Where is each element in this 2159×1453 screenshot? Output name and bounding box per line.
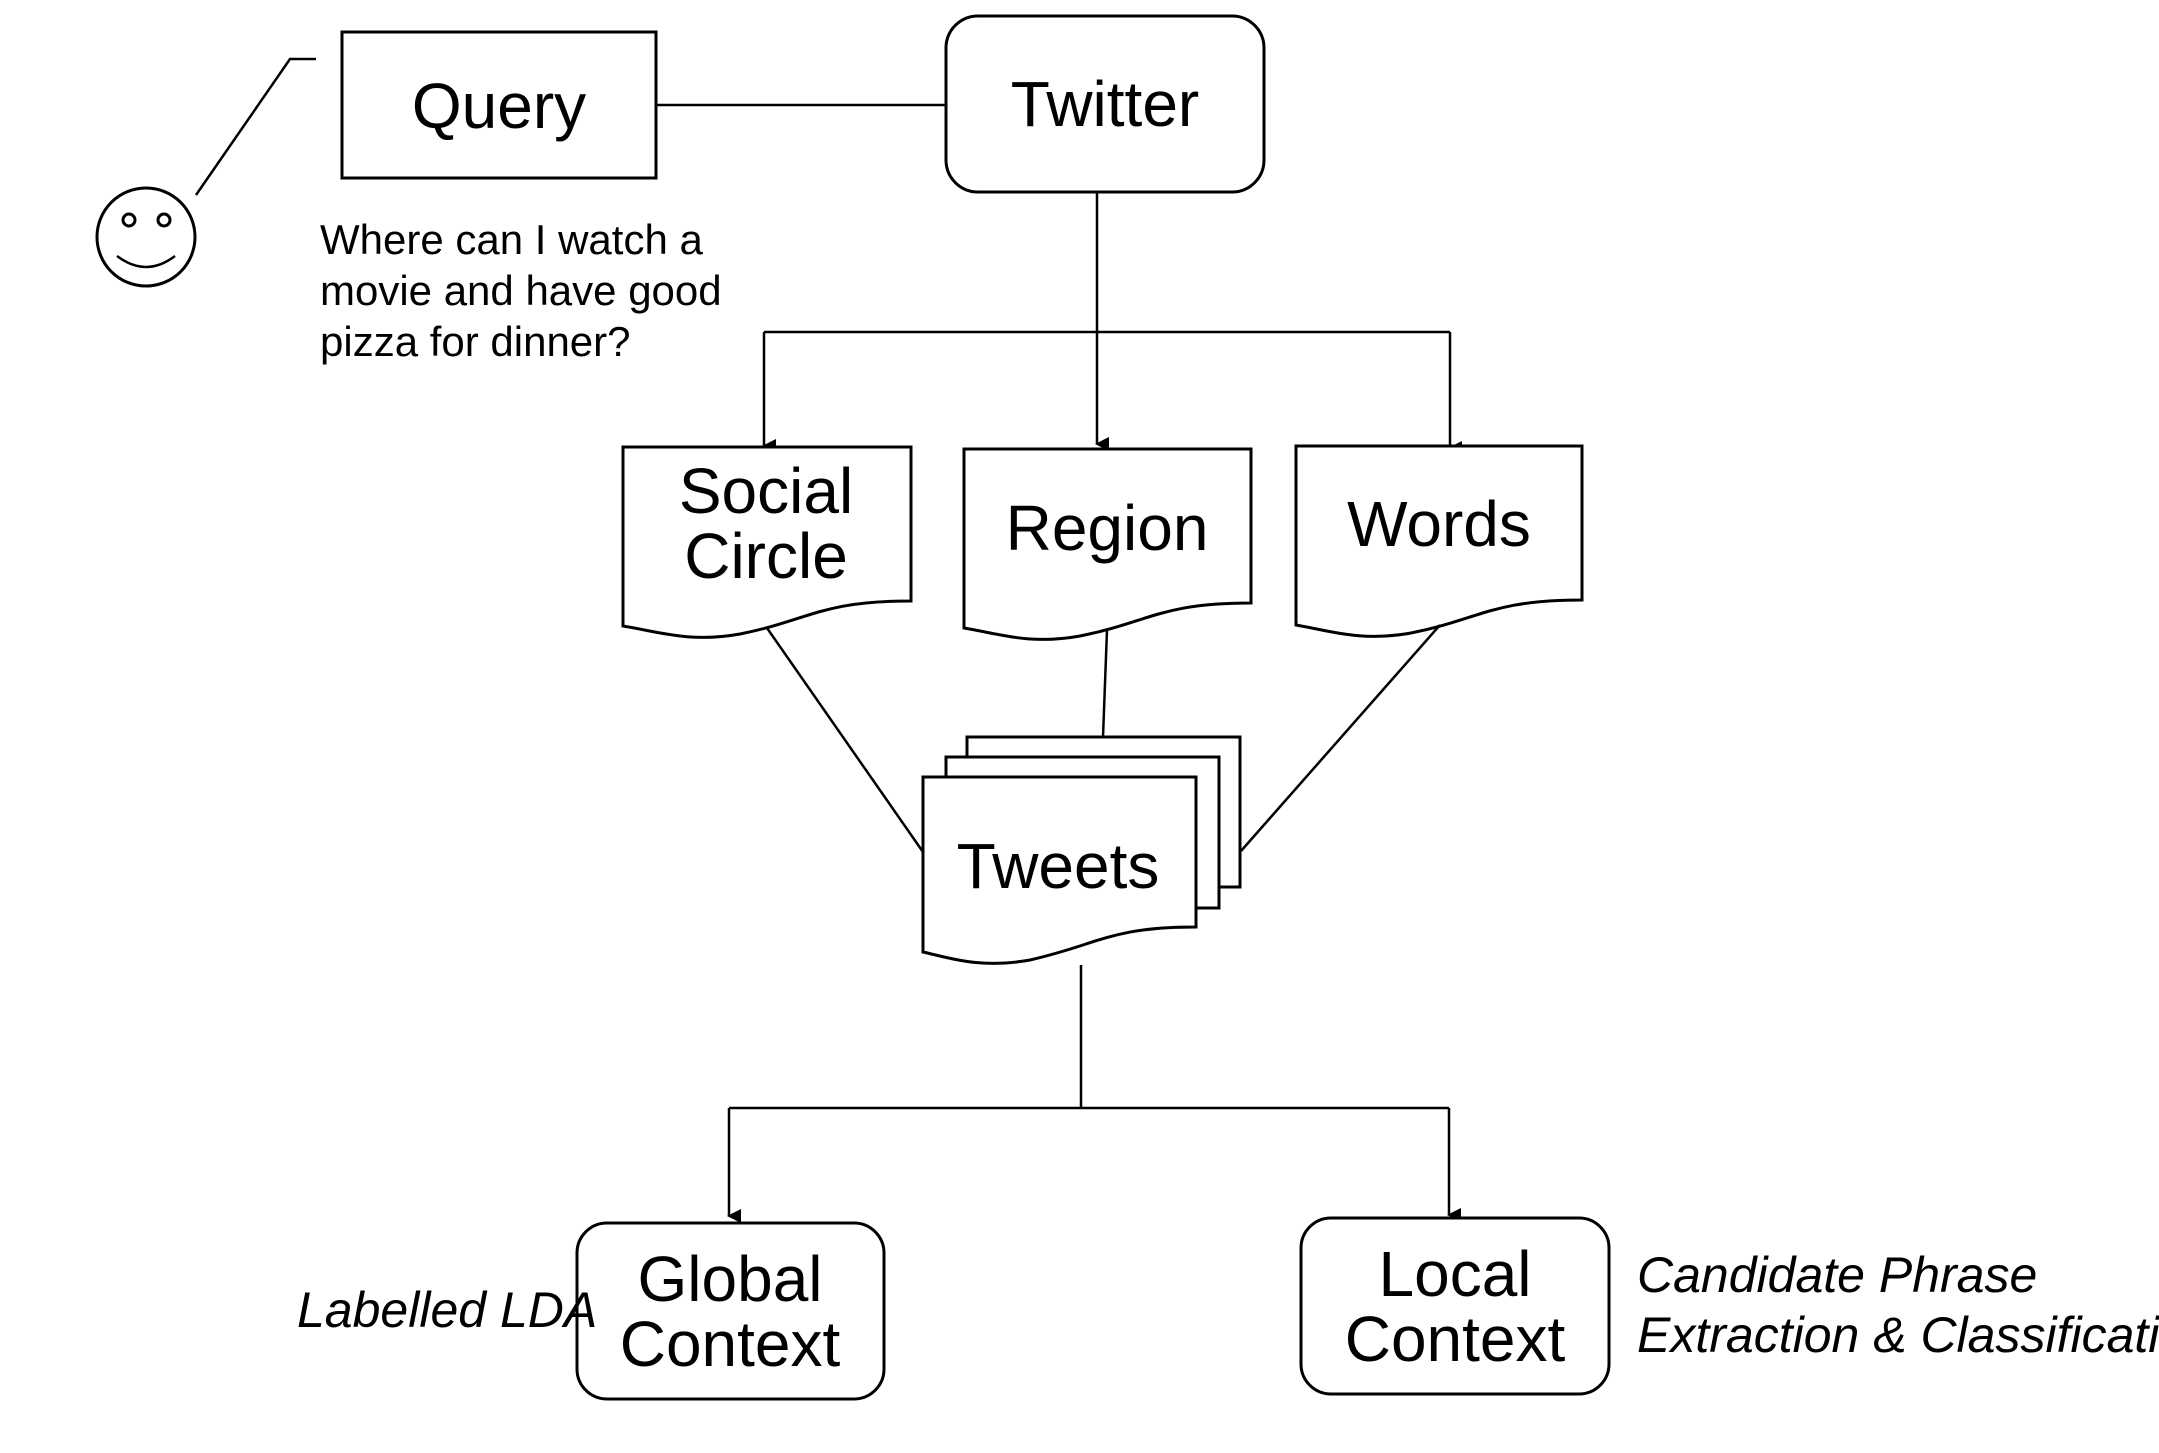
user-query-line-1: Where can I watch a (320, 216, 703, 263)
source-tweets-connectors (765, 624, 1441, 853)
local-method-label-line-1: Candidate Phrase (1637, 1247, 2037, 1303)
global-context-node: Global Context (575, 1221, 886, 1401)
global-context-label-line-2: Context (620, 1308, 841, 1380)
smiley-face-icon (95, 186, 197, 288)
tweets-node: Tweets (921, 735, 1242, 965)
user-query-text: Where can I watch a movie and have good … (320, 216, 722, 365)
query-node: Query (340, 30, 658, 180)
twitter-label: Twitter (1011, 68, 1199, 140)
local-context-label-line-1: Local (1379, 1238, 1532, 1310)
global-context-label-line-1: Global (638, 1243, 823, 1315)
tweets-context-connectors (727, 965, 1461, 1223)
social-circle-label-line-2: Circle (684, 520, 848, 592)
user-query-line-2: movie and have good (320, 267, 722, 314)
query-label: Query (412, 70, 586, 142)
local-context-node: Local Context (1299, 1216, 1611, 1396)
global-method-label: Labelled LDA (297, 1282, 597, 1338)
social-circle-label-line-1: Social (679, 455, 853, 527)
local-context-label-line-2: Context (1345, 1303, 1566, 1375)
words-node: Words (1294, 444, 1584, 638)
region-label: Region (1006, 492, 1209, 564)
user-query-line-3: pizza for dinner? (320, 318, 631, 365)
region-node: Region (962, 447, 1253, 641)
social-circle-node: Social Circle (621, 445, 913, 639)
speech-connector (194, 57, 316, 196)
local-method-label-line-2: Extraction & Classification (1637, 1307, 2159, 1363)
tweets-label: Tweets (957, 830, 1160, 902)
twitter-node: Twitter (944, 14, 1266, 194)
words-label: Words (1347, 488, 1531, 560)
twitter-source-connectors (762, 192, 1462, 455)
